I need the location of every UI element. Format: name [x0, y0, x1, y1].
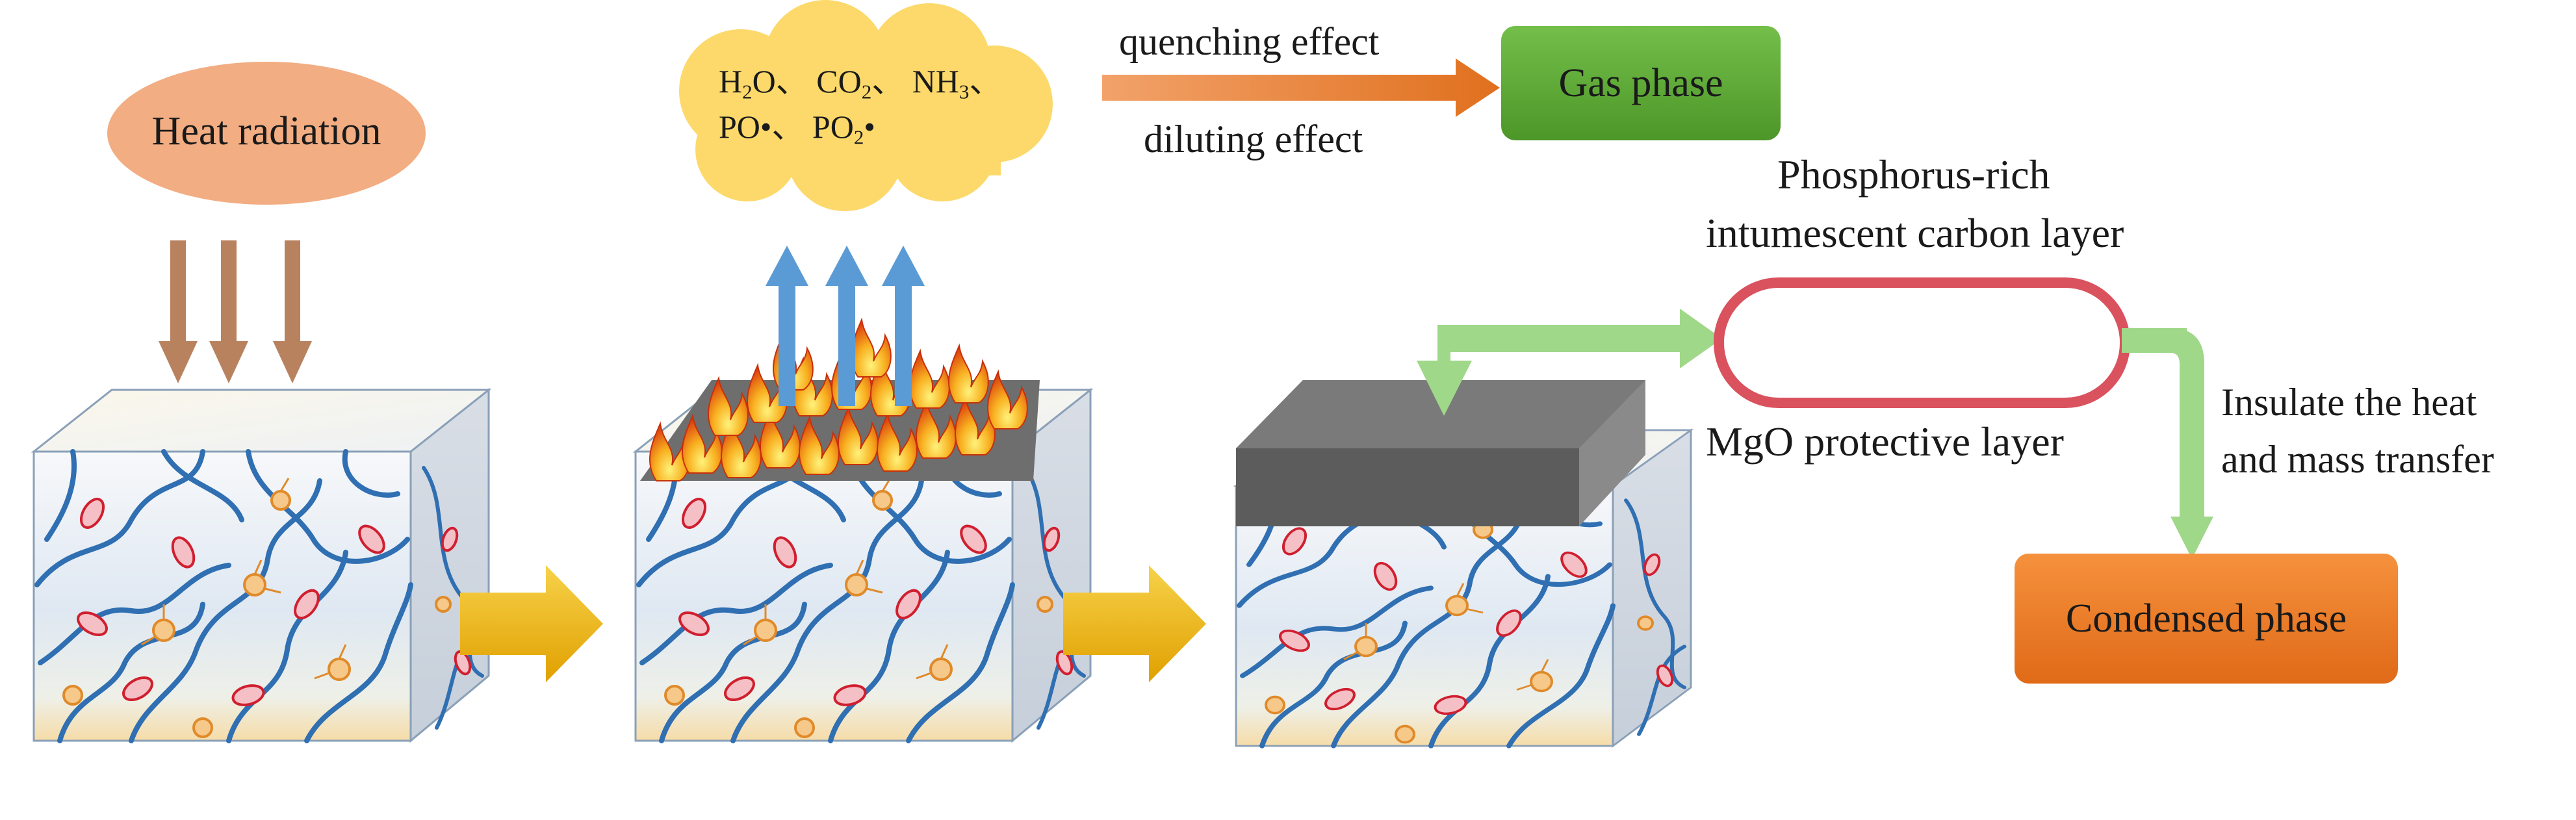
gas-cloud [679, 0, 1053, 211]
polymer-cube-initial [34, 390, 489, 741]
heat-radiation-arrows [159, 240, 312, 383]
insulate-label-line-2: and mass transfer [2221, 438, 2494, 481]
condensed-phase-label: Condensed phase [2065, 596, 2347, 641]
heat-radiation-label: Heat radiation [152, 109, 381, 153]
gas-species-line-2: PO•、 PO2• [719, 107, 875, 157]
heat-radiation-ellipse [107, 62, 426, 205]
heat-arrow [273, 240, 312, 383]
carbon-layer-label-line-1: Phosphorus-rich [1777, 151, 2050, 198]
effect-arrow [1102, 58, 1500, 117]
up-arrow [882, 246, 925, 406]
gas-release-arrows [766, 246, 925, 406]
flow-arrow-2 [1063, 565, 1206, 682]
gas-species-line-1: H2O、 CO2、 NH3、 [719, 62, 1001, 111]
up-arrow [825, 246, 868, 406]
diluting-effect-label: diluting effect [1144, 118, 1363, 160]
gas-phase-label: Gas phase [1558, 60, 1723, 105]
gas-phase-box: Gas phase [1501, 26, 1781, 140]
species-nh3: NH3、 [912, 63, 1002, 103]
carbon-layer-label-line-2: intumescent carbon layer [1706, 210, 2124, 256]
heat-arrow [209, 240, 248, 383]
condensed-phase-box: Condensed phase [2015, 554, 2398, 684]
species-h2o: H2O、 [719, 63, 808, 103]
layer-link-arrow [1417, 309, 1722, 416]
carbon-layer-shape [1714, 277, 2130, 408]
flow-arrow-1 [460, 565, 603, 682]
mgo-protective-layer-slab [1236, 380, 1645, 526]
heat-arrow [159, 240, 198, 383]
mgo-layer-label: MgO protective layer [1706, 418, 2064, 465]
insulate-arrow [2122, 328, 2213, 559]
species-po2: PO2• [812, 109, 875, 149]
insulate-label-line-1: Insulate the heat [2221, 381, 2477, 424]
up-arrow [766, 246, 808, 406]
species-co2: CO2、 [816, 63, 905, 103]
species-po: PO•、 [719, 109, 805, 145]
quenching-effect-label: quenching effect [1119, 20, 1380, 63]
